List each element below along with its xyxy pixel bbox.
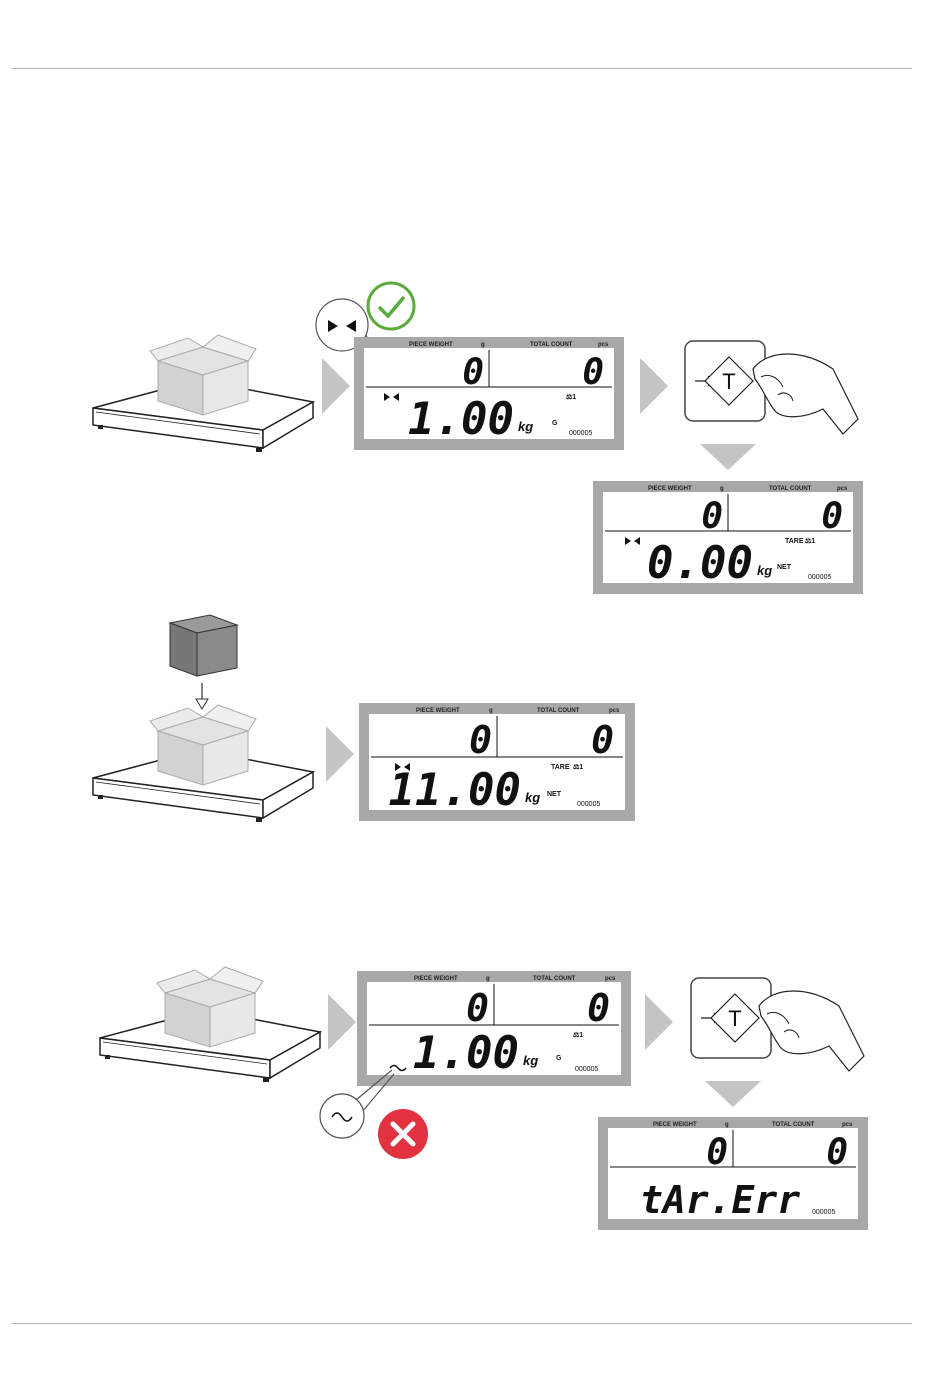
lcd-display-5: PIECE WEIGHT g TOTAL COUNT pcs 0 0 tAr.E…: [598, 1117, 868, 1235]
box-icon: [148, 703, 258, 788]
piece-weight-value: 0: [701, 496, 723, 537]
piece-weight-label: PIECE WEIGHT: [416, 708, 460, 714]
scale-indicator: ⚖1: [573, 763, 583, 771]
counter: 000005: [569, 430, 592, 437]
total-count-value: 0: [821, 496, 843, 537]
counter: 000005: [575, 1066, 598, 1073]
next-arrow-icon: [640, 358, 668, 414]
lcd-display-2: PIECE WEIGHT g TOTAL COUNT pcs 0 0 TARE …: [593, 481, 863, 599]
piece-weight-value: 0: [462, 352, 484, 393]
scale-indicator: ⚖1: [573, 1031, 583, 1039]
total-count-label: TOTAL COUNT: [537, 708, 580, 714]
tare-key-label: T: [722, 369, 735, 394]
error-icon: [376, 1107, 430, 1161]
piece-weight-value: 0: [466, 986, 489, 1030]
net-indicator: NET: [547, 791, 562, 798]
weight-value: 0.00: [647, 538, 753, 589]
scale-indicator: ⚖1: [805, 537, 815, 545]
total-count-label: TOTAL COUNT: [530, 342, 573, 348]
next-arrow-icon: [645, 994, 673, 1050]
down-arrow-icon: [700, 444, 756, 470]
tare-key-button-2[interactable]: T: [689, 976, 869, 1081]
total-count-value: 0: [582, 352, 604, 393]
lcd-display-1: PIECE WEIGHT g TOTAL COUNT pcs 0 0 ⚖1 1.…: [354, 337, 624, 455]
next-arrow-icon: [326, 726, 354, 782]
box-icon: [148, 333, 258, 418]
total-count-label: TOTAL COUNT: [772, 1122, 815, 1128]
piece-weight-unit: g: [725, 1122, 729, 1128]
error-message: tAr.Err: [640, 1178, 800, 1222]
piece-weight-unit: g: [489, 708, 493, 714]
piece-weight-unit: g: [720, 486, 724, 492]
total-count-unit: pcs: [598, 342, 609, 348]
scale-indicator: ⚖1: [566, 393, 576, 401]
lcd-display-3: PIECE WEIGHT g TOTAL COUNT pcs 0 0 TARE …: [359, 703, 635, 826]
piece-weight-unit: g: [481, 342, 485, 348]
total-count-value: 0: [591, 718, 614, 762]
piece-weight-label: PIECE WEIGHT: [648, 486, 692, 492]
total-count-unit: pcs: [837, 486, 848, 492]
down-arrow-icon: [705, 1081, 761, 1107]
counter: 000005: [812, 1209, 835, 1216]
weight-unit: kg: [757, 563, 772, 578]
box-icon: [155, 965, 265, 1050]
weight-value: 1.00: [413, 1028, 519, 1079]
weight-unit: kg: [518, 419, 533, 434]
total-count-unit: pcs: [842, 1122, 853, 1128]
total-count-label: TOTAL COUNT: [769, 486, 812, 492]
total-count-unit: pcs: [609, 708, 620, 714]
total-count-unit: pcs: [605, 976, 616, 982]
total-count-value: 0: [826, 1132, 848, 1173]
total-count-label: TOTAL COUNT: [533, 976, 576, 982]
piece-weight-unit: g: [486, 976, 490, 982]
piece-weight-label: PIECE WEIGHT: [414, 976, 458, 982]
counter: 000005: [577, 801, 600, 808]
weight-value: 11.00: [389, 765, 521, 816]
next-arrow-icon: [328, 994, 356, 1050]
weight-unit: kg: [525, 790, 540, 805]
weight-unit: kg: [523, 1053, 538, 1068]
piece-weight-value: 0: [706, 1132, 728, 1173]
total-count-value: 0: [587, 986, 610, 1030]
hand-icon: [759, 991, 864, 1071]
top-rule: [12, 68, 912, 69]
piece-weight-value: 0: [469, 718, 492, 762]
net-indicator: NET: [777, 564, 792, 571]
piece-weight-label: PIECE WEIGHT: [409, 342, 453, 348]
piece-weight-label: PIECE WEIGHT: [653, 1122, 697, 1128]
weight-block-icon: [165, 613, 245, 713]
tare-indicator: TARE: [551, 764, 570, 771]
hand-icon: [753, 354, 858, 434]
tare-key-button-1[interactable]: T: [683, 339, 863, 444]
weight-value: 1.00: [408, 394, 514, 445]
counter: 000005: [808, 574, 831, 581]
gross-indicator: G: [552, 420, 558, 427]
check-icon: [365, 280, 417, 332]
gross-indicator: G: [556, 1055, 562, 1062]
tare-key-label: T: [728, 1006, 741, 1031]
bottom-rule: [12, 1323, 912, 1324]
tare-indicator: TARE: [785, 538, 804, 545]
